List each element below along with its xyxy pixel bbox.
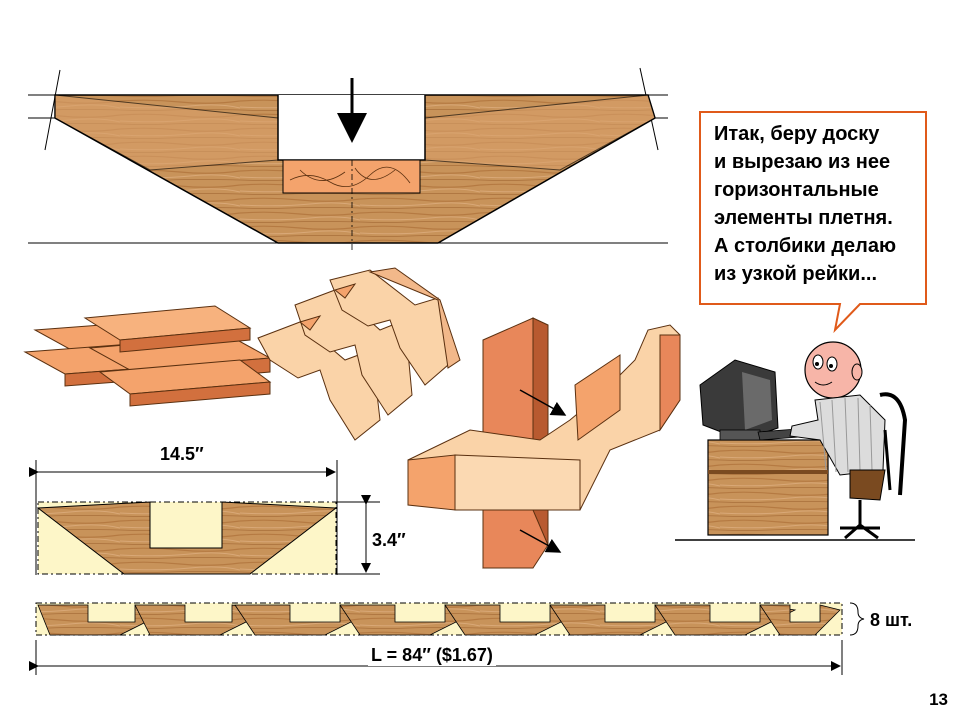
nested-elements	[37, 604, 841, 636]
joint-arrow-bottom	[519, 529, 562, 553]
page-number: 13	[929, 690, 948, 709]
count-brace	[849, 602, 865, 636]
single-element-drawing	[29, 460, 380, 575]
nested-board-layout	[29, 602, 865, 675]
callout-text: Итак, беру доску и вырезаю из нее горизо…	[700, 112, 926, 304]
callout-line: горизонтальные	[714, 179, 879, 201]
width-label: 14.5″	[160, 444, 204, 464]
count-label: 8 шт.	[870, 610, 913, 630]
man-at-computer	[675, 341, 915, 541]
callout-line: Итак, беру доску	[714, 123, 880, 145]
callout-line: из узкой рейки...	[714, 263, 878, 285]
callout-bubble	[699, 111, 927, 334]
element-shape	[36, 501, 338, 575]
height-label: 3.4″	[372, 530, 406, 550]
joint-arrow-top	[519, 389, 567, 416]
callout-line: А столбики делаю	[714, 235, 897, 257]
board-right-cut	[424, 94, 656, 171]
cut-elements	[257, 267, 461, 441]
post-joint	[407, 317, 681, 569]
board-cut-diagram	[28, 67, 668, 250]
board-left-cut	[54, 94, 279, 171]
length-label: L = 84″ ($1.67)	[368, 645, 496, 666]
callout-line: и вырезаю из нее	[714, 151, 891, 173]
board-stack	[23, 305, 272, 407]
cut-piece	[282, 159, 421, 194]
callout-line: элементы плетня.	[714, 207, 893, 229]
